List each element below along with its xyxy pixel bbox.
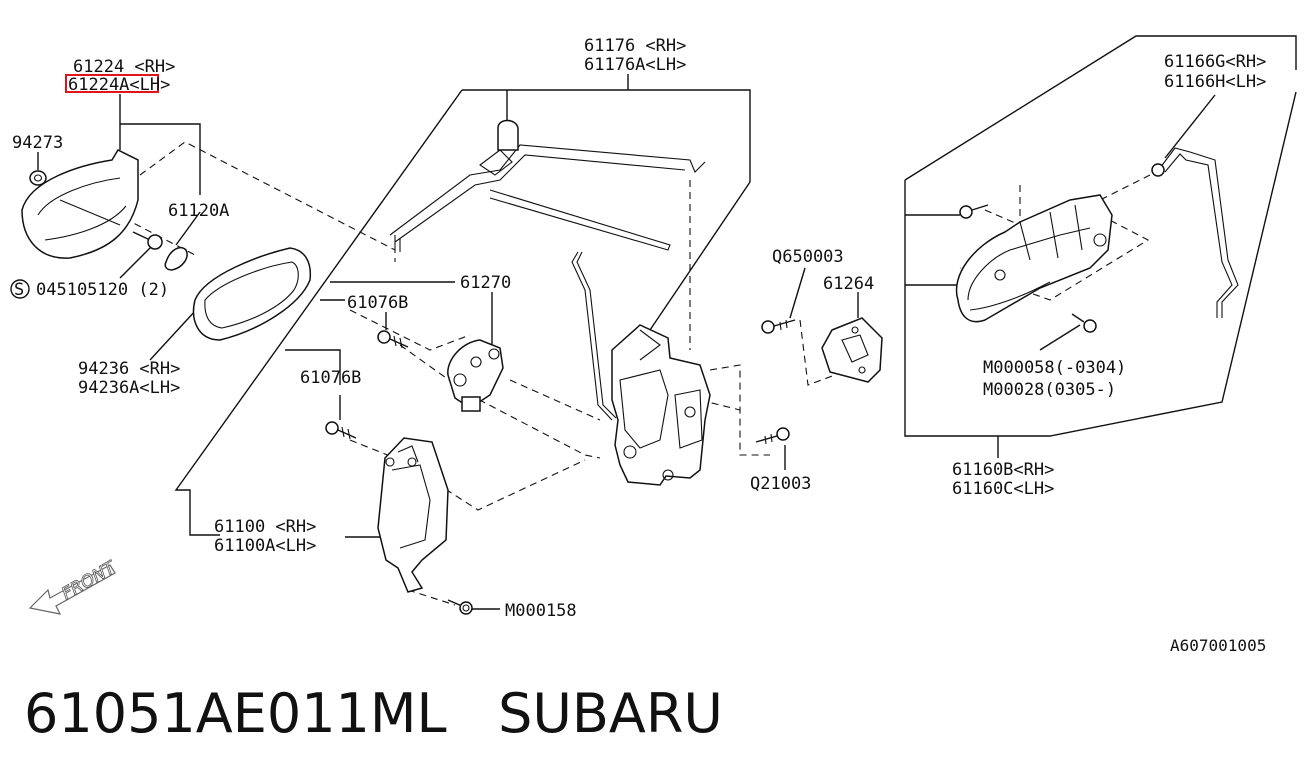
screw-045105120 <box>132 231 163 250</box>
bolt-m000058 <box>1071 313 1097 333</box>
screw-q21003 <box>755 427 790 445</box>
striker-61264 <box>821 317 883 383</box>
door-latch <box>611 324 711 486</box>
label-61224a-lh: 61224A<LH> <box>68 75 170 95</box>
screw-61160-top <box>959 204 989 219</box>
label-m000158: M000158 <box>505 601 577 621</box>
cap-61120a <box>164 246 188 271</box>
label-94236-rh: 94236 <RH> <box>78 359 180 379</box>
switch-61270 <box>447 339 504 412</box>
inner-handle-61224 <box>21 149 139 259</box>
label-61120a: 61120A <box>168 201 229 221</box>
label-61176a-lh: 61176A<LH> <box>584 55 686 75</box>
diagram-reference-code: A607001005 <box>1170 636 1266 655</box>
s-marker-circle <box>10 279 30 299</box>
screw-61076b-lower <box>325 421 357 440</box>
label-m00028: M00028(0305-) <box>983 380 1116 400</box>
clip-94273 <box>29 170 47 186</box>
screw-61076b-upper <box>377 330 409 349</box>
front-label: FRONT <box>59 557 121 604</box>
front-arrow: FRONT <box>28 557 121 615</box>
rod-61166 <box>1151 147 1239 318</box>
label-q650003: Q650003 <box>772 247 844 267</box>
rod-61176 <box>389 119 706 252</box>
label-61100-rh: 61100 <RH> <box>214 517 316 537</box>
label-94273: 94273 <box>12 133 63 153</box>
label-61160b-rh: 61160B<RH> <box>952 460 1054 480</box>
label-61076b-upper: 61076B <box>347 293 408 313</box>
label-61100a-lh: 61100A<LH> <box>214 536 316 556</box>
label-m000058: M000058(-0304) <box>983 358 1126 378</box>
label-61224-rh: 61224 <RH> <box>73 57 175 77</box>
outer-handle-61160 <box>955 194 1113 323</box>
label-61076b-lower: 61076B <box>300 368 361 388</box>
label-94236a-lh: 94236A<LH> <box>78 378 180 398</box>
screw-q650003 <box>761 319 796 334</box>
label-61264: 61264 <box>823 274 874 294</box>
label-61166h-lh: 61166H<LH> <box>1164 72 1266 92</box>
part-number-caption: 61051AE011ML SUBARU <box>24 682 723 745</box>
leader-lines <box>37 35 1297 610</box>
part-highlight-box <box>65 74 159 93</box>
bolt-m000158 <box>447 599 473 615</box>
label-s-marker: S <box>14 280 24 300</box>
label-61270: 61270 <box>460 273 511 293</box>
actuator-61100 <box>377 437 449 593</box>
bezel-94236 <box>192 247 312 341</box>
label-q21003: Q21003 <box>750 474 811 494</box>
label-61160c-lh: 61160C<LH> <box>952 479 1054 499</box>
part-labels: 61224 <RH> 61224A<LH> 94273 61120A S 045… <box>12 36 1266 655</box>
label-61176-rh: 61176 <RH> <box>584 36 686 56</box>
label-045105120: 045105120 (2) <box>36 280 169 300</box>
rod-to-latch <box>571 251 617 421</box>
label-61166g-rh: 61166G<RH> <box>1164 52 1266 72</box>
